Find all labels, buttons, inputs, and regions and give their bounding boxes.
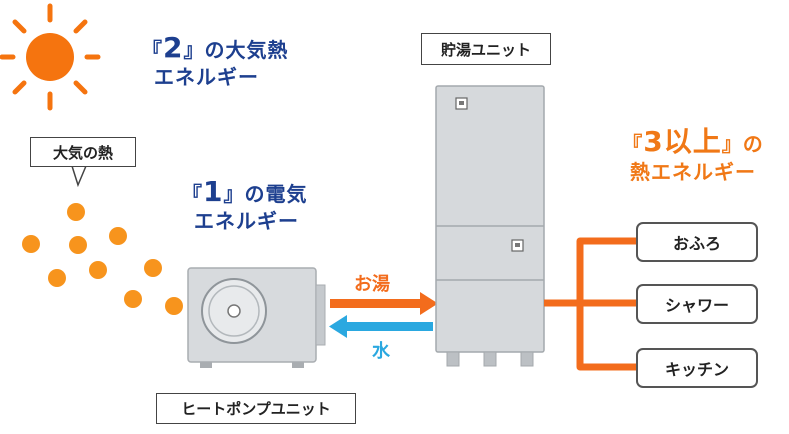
water-label: 水 <box>372 341 390 362</box>
atmospheric-energy-title: 『2』の大気熱 エネルギー <box>142 34 288 91</box>
energy-line2: エネルギー <box>194 209 299 233</box>
energy-number: 1 <box>203 175 224 208</box>
callout-pointer <box>71 165 87 188</box>
bracket-close: 』 <box>223 182 245 206</box>
use-kitchen: キッチン <box>636 348 758 388</box>
sun-icon <box>0 3 101 111</box>
bracket-close: 』 <box>721 132 743 156</box>
energy-suffix: の <box>742 132 764 156</box>
bracket-open: 『 <box>142 38 163 62</box>
bracket-open: 『 <box>622 132 644 156</box>
energy-suffix: の電気 <box>244 182 308 206</box>
storage-unit-label: 貯湯ユニット <box>421 33 551 65</box>
energy-suffix: の大気熱 <box>204 38 289 62</box>
use-bath: おふろ <box>636 222 758 262</box>
distribution-pipes <box>544 237 636 371</box>
heat-dots <box>22 203 183 315</box>
atmospheric-heat-label: 大気の熱 <box>30 137 136 167</box>
bracket-close: 』 <box>183 38 205 62</box>
heat-pump-unit <box>187 267 326 368</box>
energy-line2: 熱エネルギー <box>630 160 756 184</box>
hot-water-label: お湯 <box>354 274 390 295</box>
output-energy-title: 『3以上』の 熱エネルギー <box>603 128 783 186</box>
heat-pump-unit-label: ヒートポンプユニット <box>156 393 356 424</box>
use-shower: シャワー <box>636 284 758 324</box>
bracket-open: 『 <box>182 182 203 206</box>
storage-tank-unit <box>435 85 545 367</box>
electric-energy-title: 『1』の電気 エネルギー <box>182 178 307 235</box>
energy-line2: エネルギー <box>154 65 259 89</box>
water-arrow <box>329 315 433 338</box>
energy-number: 2 <box>163 31 184 64</box>
energy-number: 3以上 <box>643 125 722 158</box>
hot-water-arrow <box>330 292 438 315</box>
